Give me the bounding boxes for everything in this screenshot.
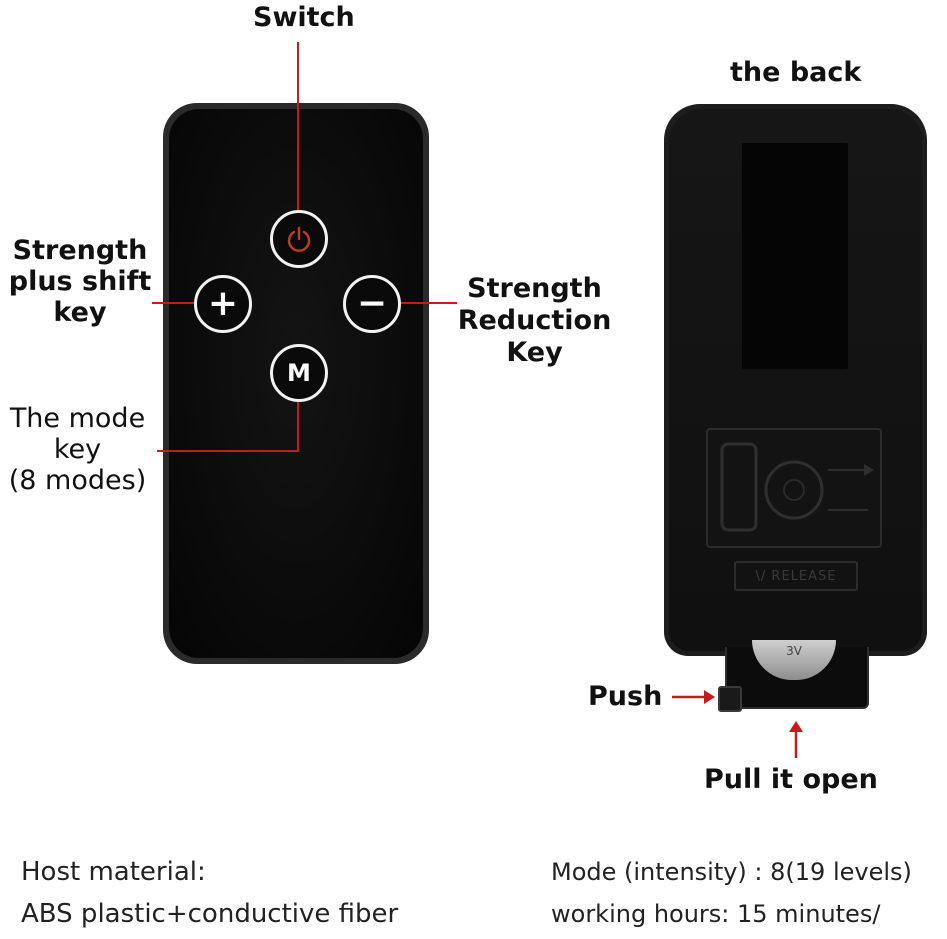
spec-host-material-label: Host material: [21, 857, 206, 887]
mode-callout-line-vertical [297, 402, 299, 452]
power-button[interactable] [270, 210, 328, 268]
mode-button[interactable]: M [270, 344, 328, 402]
strength-minus-button[interactable]: − [343, 275, 401, 333]
spec-working-hours: working hours: 15 minutes/ [551, 900, 881, 928]
mode-key-label: The mode key (8 modes) [0, 403, 155, 496]
minus-icon: − [356, 283, 388, 324]
strength-reduction-label: Strength Reduction Key [452, 273, 617, 369]
strength-reduction-label-line2: Reduction [457, 305, 612, 336]
spec-mode: Mode (intensity) : 8(19 levels) [551, 858, 912, 886]
strength-plus-label: Strength plus shift key [0, 235, 160, 328]
battery-diagram [706, 428, 882, 548]
mode-callout-line-horizontal [157, 450, 299, 452]
release-text: \/ RELEASE [755, 568, 837, 584]
release-tab[interactable]: \/ RELEASE [734, 561, 858, 591]
pull-arrow-icon [789, 721, 803, 758]
strength-plus-label-line3: key [53, 297, 107, 328]
strength-plus-button[interactable]: + [194, 275, 252, 333]
push-label: Push [588, 681, 663, 712]
ir-window [742, 143, 848, 369]
power-icon [287, 226, 311, 252]
strength-reduction-label-line1: Strength [467, 273, 602, 304]
plus-callout-line [152, 302, 194, 304]
mode-key-label-line1: The mode [9, 403, 146, 434]
switch-label: Switch [253, 2, 355, 33]
strength-reduction-label-line3: Key [506, 337, 563, 368]
strength-plus-label-line1: Strength [12, 235, 148, 266]
mode-icon: M [287, 359, 311, 387]
tray-latch[interactable] [718, 686, 742, 712]
spec-host-material-value: ABS plastic+conductive fiber [21, 899, 399, 929]
switch-callout-line [297, 42, 299, 210]
battery-diagram-icon [720, 442, 874, 532]
mode-key-label-line2: key [53, 434, 102, 465]
battery-voltage: 3V [786, 644, 802, 658]
mode-key-label-line3: (8 modes) [8, 465, 147, 496]
back-label: the back [730, 57, 862, 88]
pull-open-label: Pull it open [704, 764, 878, 795]
plus-icon: + [207, 283, 239, 324]
minus-callout-line [401, 302, 457, 304]
strength-plus-label-line2: plus shift [8, 266, 152, 297]
push-arrow-icon [672, 690, 715, 704]
